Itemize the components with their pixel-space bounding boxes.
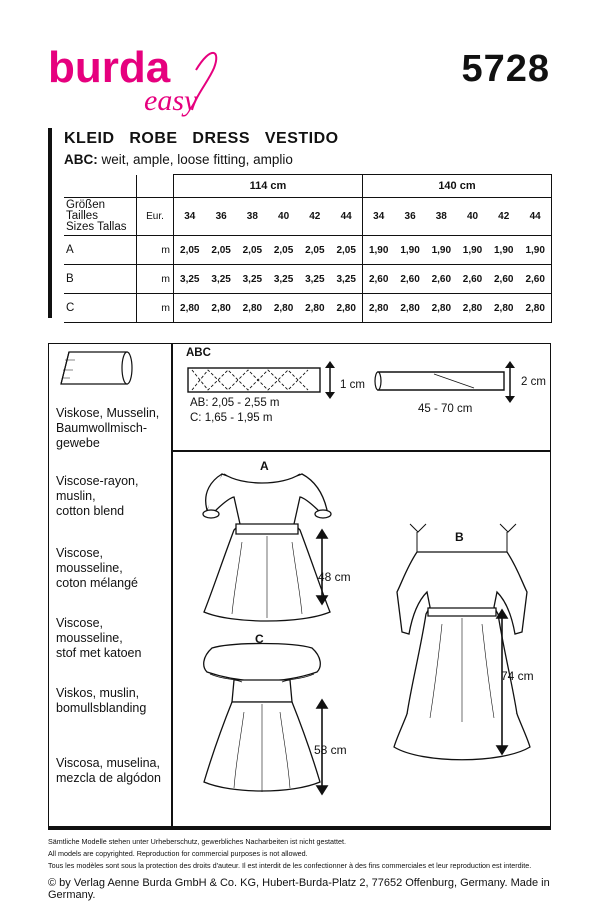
binding-length-c: C: 1,65 - 1,95 m bbox=[190, 412, 273, 424]
dress-c-drawing bbox=[203, 642, 321, 792]
frame-divider-horizontal bbox=[171, 450, 551, 452]
fabric-text-fr: Viscose, mousseline, coton mélangé bbox=[56, 546, 139, 590]
table-row: B m 3,25 3,25 3,25 3,25 3,25 3,25 2,60 2… bbox=[64, 264, 553, 294]
garment-title: KLEID ROBE DRESS VESTIDO bbox=[64, 130, 339, 147]
table-row-sizes: Größen Tailles Sizes Tallas Eur. 34 36 3… bbox=[64, 197, 553, 236]
eur-label: Eur. bbox=[136, 197, 174, 236]
table-row: C m 2,80 2,80 2,80 2,80 2,80 2,80 2,80 2… bbox=[64, 293, 553, 323]
dress-illustrations bbox=[202, 473, 531, 796]
binding-length-ab: AB: 2,05 - 2,55 m bbox=[190, 397, 280, 409]
dress-b-drawing bbox=[393, 523, 531, 761]
tape-width: 1 cm bbox=[340, 379, 365, 391]
binding-diagrams bbox=[187, 361, 515, 403]
binding-label: ABC bbox=[186, 347, 211, 359]
width-header-114: 114 cm bbox=[173, 174, 363, 198]
view-a-label: A bbox=[260, 459, 269, 473]
frame-divider-vertical bbox=[171, 343, 173, 829]
width-header-140: 140 cm bbox=[361, 174, 553, 198]
burda-easy-logo: burda easy bbox=[48, 43, 218, 117]
fabric-text-es: Viscosa, muselina, mezcla de algódon bbox=[56, 756, 161, 785]
copyright-note-fr: Tous les modèles sont sous la protection… bbox=[48, 861, 532, 870]
copyright-note-en: All models are copyrighted. Reproduction… bbox=[48, 849, 308, 858]
fit-text: weit, ample, loose fitting, amplio bbox=[101, 152, 293, 167]
table-row-widths: 114 cm 140 cm bbox=[64, 174, 553, 198]
table-row: A m 2,05 2,05 2,05 2,05 2,05 2,05 1,90 1… bbox=[64, 235, 553, 265]
title-accent-bar bbox=[48, 128, 52, 318]
view-b-label: B bbox=[455, 530, 464, 544]
copyright-line: © by Verlag Aenne Burda GmbH & Co. KG, H… bbox=[48, 877, 550, 901]
dress-a-drawing bbox=[202, 473, 332, 622]
fit-label: ABC: bbox=[64, 152, 98, 167]
view-b-length: 74 cm bbox=[501, 669, 534, 683]
copyright-note-de: Sämtliche Modelle stehen unter Urhebersc… bbox=[48, 837, 347, 846]
fabric-roll-icon bbox=[60, 351, 133, 385]
fabric-text-en: Viscose-rayon, muslin, cotton blend bbox=[56, 474, 139, 518]
fabric-text-sv: Viskos, muslin, bomullsblanding bbox=[56, 686, 147, 715]
view-c-length: 58 cm bbox=[314, 743, 347, 757]
sizes-label: Größen Tailles Sizes Tallas bbox=[64, 197, 137, 236]
fit-description: ABC: weit, ample, loose fitting, amplio bbox=[64, 152, 293, 167]
view-c-label: C bbox=[255, 632, 264, 646]
folded-tie-strip bbox=[377, 371, 505, 391]
brand-sub-wordmark: easy bbox=[144, 84, 198, 117]
yardage-table: 114 cm 140 cm Größen Tailles Sizes Talla… bbox=[64, 174, 553, 323]
fabric-text-de: Viskose, Musselin, Baumwollmisch- gewebe bbox=[56, 406, 160, 450]
fabric-text-nl: Viscose, mousseline, stof met katoen bbox=[56, 616, 142, 660]
brand-wordmark: burda bbox=[48, 43, 171, 92]
tie-length: 45 - 70 cm bbox=[418, 403, 473, 415]
view-a-length: 48 cm bbox=[318, 570, 351, 584]
fold-width: 2 cm bbox=[521, 376, 546, 388]
pattern-number: 5728 bbox=[461, 48, 550, 90]
bias-tape-strip bbox=[187, 367, 321, 393]
frame-bottom-rule bbox=[48, 826, 551, 830]
